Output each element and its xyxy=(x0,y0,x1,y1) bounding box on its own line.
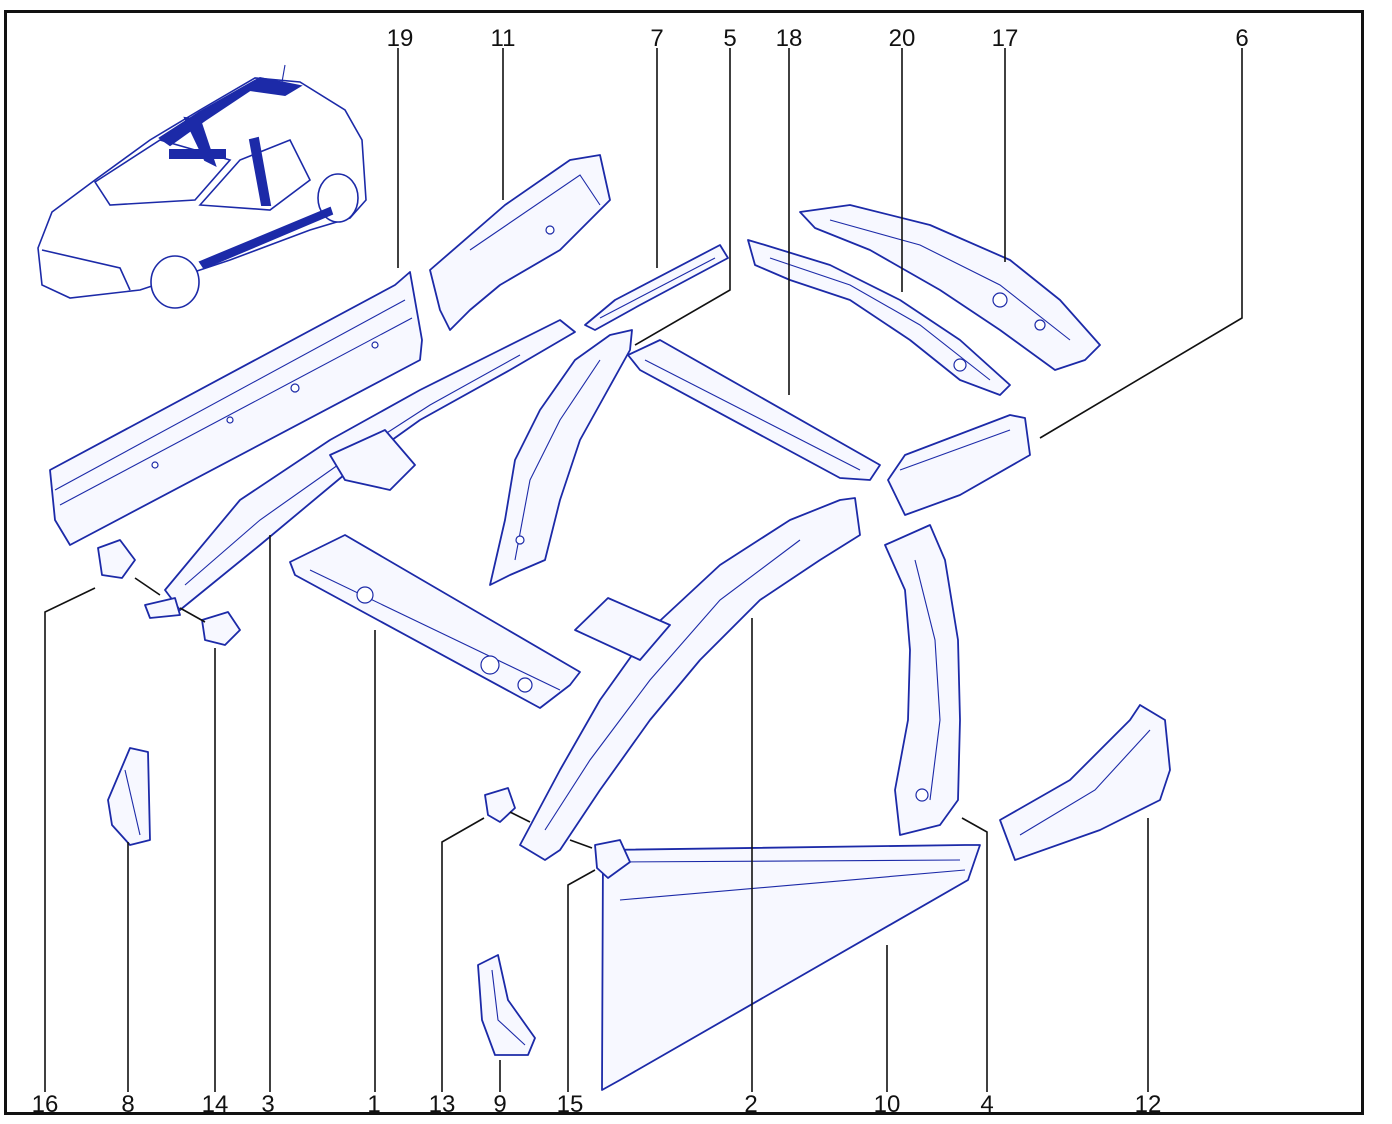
part-3-roof-rail xyxy=(164,319,576,611)
part-12-reinforcement xyxy=(999,704,1171,861)
callout-18: 18 xyxy=(776,25,803,52)
callout-13: 13 xyxy=(429,1091,456,1118)
callout-11: 11 xyxy=(491,25,516,52)
callout-20: 20 xyxy=(889,25,916,52)
callout-16: 16 xyxy=(32,1091,59,1118)
part-6-rear-bracket xyxy=(887,414,1031,516)
part-4-pillar xyxy=(884,524,961,836)
part-11-reinforcement xyxy=(429,154,611,331)
part-8-bracket xyxy=(107,747,151,846)
callout-4: 4 xyxy=(980,1091,993,1118)
callout-9: 9 xyxy=(493,1091,506,1118)
callout-8: 8 xyxy=(121,1091,134,1118)
callout-14: 14 xyxy=(202,1091,229,1118)
car-overview-icon xyxy=(37,64,367,309)
part-16-clip xyxy=(97,539,136,579)
part-15-clip xyxy=(569,839,631,879)
callout-1: 1 xyxy=(367,1091,380,1118)
callout-19: 19 xyxy=(387,25,414,52)
part-2-curved-rail xyxy=(519,497,861,861)
part-17-rear-header xyxy=(799,204,1101,371)
callout-17: 17 xyxy=(992,25,1019,52)
part-19-sill-panel xyxy=(49,271,423,546)
part-18-roof-crossmember xyxy=(627,339,881,481)
part-16-14-bracket xyxy=(134,577,206,623)
part-10-lower-rail xyxy=(601,844,981,1091)
callout-numbers: 19 11 7 5 18 20 17 6 16 8 14 3 1 13 9 15… xyxy=(32,25,1249,1118)
part-5-pillar xyxy=(489,329,633,586)
part-13-clip xyxy=(484,787,531,823)
callout-6: 6 xyxy=(1235,25,1248,52)
callout-12: 12 xyxy=(1135,1091,1162,1118)
callout-3: 3 xyxy=(261,1091,274,1118)
callout-2: 2 xyxy=(744,1091,757,1118)
callout-10: 10 xyxy=(874,1091,901,1118)
part-9-bracket xyxy=(477,954,536,1056)
part-20-roof-bow xyxy=(747,239,1011,396)
leader-lines xyxy=(44,48,1243,1092)
part-14-clip xyxy=(201,611,241,646)
part-7-bracket xyxy=(584,244,729,331)
callout-7: 7 xyxy=(650,25,663,52)
callout-15: 15 xyxy=(557,1091,584,1118)
part-1-cross-panel xyxy=(289,534,581,709)
callout-5: 5 xyxy=(723,25,736,52)
